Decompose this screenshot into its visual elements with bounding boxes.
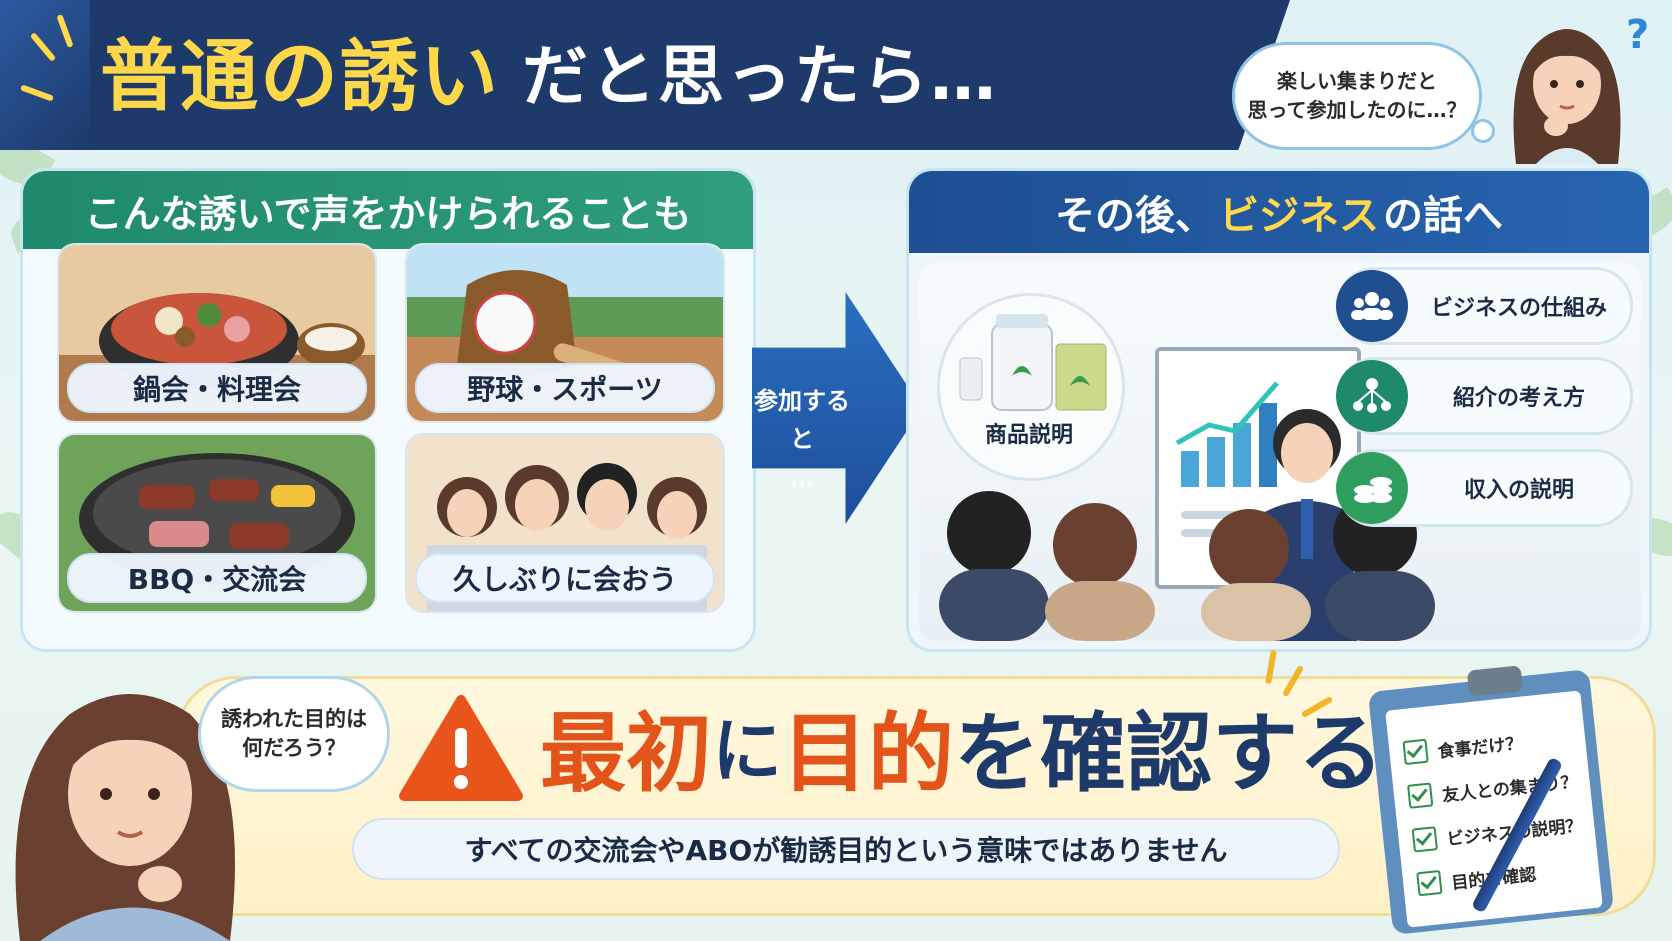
card-baseball: 野球・スポーツ <box>405 243 725 423</box>
arrow-line: 参加すると <box>754 387 850 454</box>
business-item-label: 収入の説明 <box>1463 478 1574 503</box>
business-item-label: ビジネスの仕組み <box>1430 296 1607 321</box>
question-mark-icon: ? <box>1626 12 1650 58</box>
invitation-panel: こんな誘いで声をかけられることも 鍋会・料理会 野球・スポーツ <box>20 168 756 652</box>
msg-word: を確認する <box>954 703 1384 804</box>
product-circle <box>937 293 1125 481</box>
checkbox-icon <box>1407 782 1434 809</box>
presentation-scene: 商品説明 ビジネスの仕組み 紹介の考え方 収入の説明 <box>919 263 1641 641</box>
bubble-tail <box>1471 119 1495 143</box>
msg-word: 目的 <box>782 703 954 804</box>
checkbox-icon <box>1402 738 1429 766</box>
people-group-icon <box>1336 270 1408 342</box>
card-nabe: 鍋会・料理会 <box>57 243 377 423</box>
bubble-line: 思って参加したのに…？ <box>1247 98 1467 122</box>
business-item: 紹介の考え方 <box>1336 357 1633 435</box>
growth-chart-icon <box>1175 381 1279 537</box>
product-label: 商品説明 <box>984 423 1073 448</box>
main-message: 最初 に 目的 を確認する <box>540 680 1384 810</box>
card-label: 久しぶりに会おう <box>415 553 715 603</box>
bubble-line: 何だろう？ <box>242 736 346 760</box>
checkbox-icon <box>1416 869 1443 897</box>
business-panel-title: その後、 ビジネス の話へ <box>909 171 1649 253</box>
header-banner <box>0 0 1290 150</box>
title-highlight: 普通の誘い <box>100 32 501 122</box>
header-stripe <box>0 0 90 150</box>
invitation-panel-title: こんな誘いで声をかけられることも <box>23 171 753 249</box>
bubble-line: 楽しい集まりだと <box>1277 69 1437 93</box>
card-label: 鍋会・料理会 <box>67 363 367 413</box>
coins-icon <box>1336 452 1408 524</box>
flow-arrow-label: 参加すると … <box>752 382 852 497</box>
warning-icon <box>399 695 523 801</box>
woman-thinking-avatar <box>1513 29 1621 164</box>
thought-bubble-bottom: 誘われた目的は 何だろう？ <box>198 676 390 792</box>
title-highlight: ビジネス <box>1219 193 1379 239</box>
checklist-item-label: 食事だけ？ <box>1436 733 1524 763</box>
card-reunion: 久しぶりに会おう <box>405 433 725 613</box>
business-panel: その後、 ビジネス の話へ <box>906 168 1652 652</box>
title-part: その後、 <box>1055 193 1215 239</box>
business-item-label: 紹介の考え方 <box>1452 386 1585 411</box>
business-item: 収入の説明 <box>1336 449 1633 527</box>
supplement-bottles-icon <box>959 314 1107 411</box>
msg-word: に <box>712 709 782 792</box>
card-label: BBQ・交流会 <box>67 553 367 603</box>
thought-bubble-top: 楽しい集まりだと 思って参加したのに…？ <box>1232 42 1495 150</box>
disclaimer-note: すべての交流会やABOが勧誘目的という意味ではありません <box>352 818 1340 880</box>
arrow-line: … <box>790 463 814 492</box>
title-part: の話へ <box>1383 193 1503 239</box>
card-bbq: BBQ・交流会 <box>57 433 377 613</box>
title-rest: だと思ったら… <box>522 38 999 115</box>
bubble-line: 誘われた目的は <box>221 706 367 731</box>
card-label: 野球・スポーツ <box>415 363 715 413</box>
checkbox-icon <box>1411 826 1438 853</box>
business-item: ビジネスの仕組み <box>1336 267 1633 345</box>
page-title: 普通の誘い だと思ったら… <box>100 22 998 132</box>
woman-thinking-avatar <box>15 694 235 941</box>
referral-network-icon <box>1336 360 1408 432</box>
msg-word: 最初 <box>540 703 712 804</box>
